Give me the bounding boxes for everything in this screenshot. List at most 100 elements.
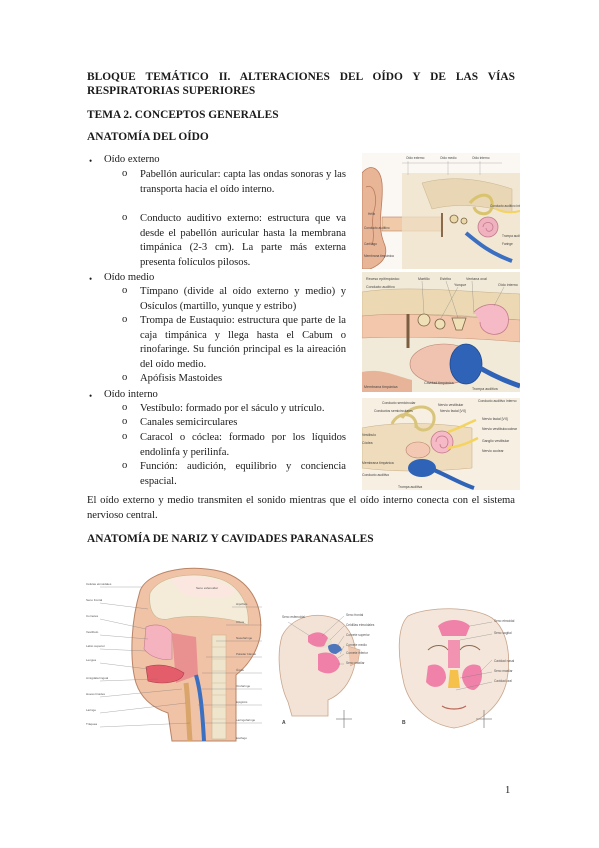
svg-text:B: B: [402, 720, 406, 726]
svg-text:Labio superior: Labio superior: [86, 644, 105, 648]
oido-interno-item-4: Función: audición, equilibrio y concienc…: [140, 461, 346, 487]
sub-marker: o: [122, 168, 128, 179]
bullet-marker: •: [89, 274, 93, 284]
svg-text:Laringe: Laringe: [86, 708, 96, 712]
svg-text:Lengua: Lengua: [86, 658, 96, 662]
svg-text:Vestíbulo: Vestíbulo: [362, 433, 376, 437]
oido-interno-title: Oído interno: [104, 389, 158, 400]
svg-text:Amígdala lingual: Amígdala lingual: [86, 676, 109, 680]
svg-text:Ventana oval: Ventana oval: [466, 277, 487, 281]
svg-text:Nervio facial [VII]: Nervio facial [VII]: [482, 417, 508, 421]
oido-medio-item-3: Apófisis Mastoides: [140, 373, 223, 384]
svg-text:Oído interno: Oído interno: [472, 156, 490, 160]
svg-text:Seno etmoidal: Seno etmoidal: [494, 619, 515, 623]
sub-marker: o: [122, 416, 128, 427]
oido-interno-item-1: Vestíbulo: formado por el sáculo y utríc…: [140, 403, 325, 414]
oido-externo-title: Oído externo: [104, 154, 160, 165]
svg-text:Seno esfenoidal: Seno esfenoidal: [282, 615, 305, 619]
svg-text:Receso epitimpánico: Receso epitimpánico: [366, 277, 399, 281]
tema-heading: TEMA 2. CONCEPTOS GENERALES: [87, 109, 279, 121]
oido-externo-item-1: Pabellón auricular: capta las ondas sono…: [140, 169, 346, 195]
svg-text:Cornete inferior: Cornete inferior: [346, 651, 369, 655]
svg-text:Oído interno: Oído interno: [498, 283, 518, 287]
block-heading: BLOQUE TEMÁTICO II. ALTERACIONES DEL OÍD…: [87, 71, 515, 97]
oido-interno-item-3: Caracol o cóclea: formado por los líquid…: [140, 432, 346, 458]
svg-text:Úvula: Úvula: [236, 667, 244, 672]
svg-text:Seno sagital: Seno sagital: [494, 631, 512, 635]
page-number: 1: [505, 785, 511, 796]
svg-text:Cornete medio: Cornete medio: [346, 643, 367, 647]
svg-text:Cornete superior: Cornete superior: [346, 633, 371, 637]
svg-text:Nervio vestibular: Nervio vestibular: [438, 403, 464, 407]
sub-marker: o: [122, 285, 128, 296]
svg-text:Tráquea: Tráquea: [86, 722, 97, 726]
svg-text:Seno frontal: Seno frontal: [86, 598, 103, 602]
svg-text:Cartílago: Cartílago: [364, 242, 377, 246]
svg-text:Celdillas etmoidales: Celdillas etmoidales: [346, 623, 375, 627]
sub-marker: o: [122, 372, 128, 383]
svg-text:Cornetes: Cornetes: [86, 614, 99, 618]
oido-medio-title: Oído medio: [104, 272, 155, 283]
svg-text:Clivus: Clivus: [236, 620, 245, 624]
svg-text:Seno maxilar: Seno maxilar: [346, 661, 366, 665]
sub-marker: o: [122, 212, 128, 223]
svg-text:Cavidad nasal: Cavidad nasal: [494, 659, 514, 663]
svg-text:Cavidad oral: Cavidad oral: [494, 679, 512, 683]
svg-text:Nervio facial [VII]: Nervio facial [VII]: [440, 409, 466, 413]
svg-text:Orofaringe: Orofaringe: [236, 684, 251, 688]
sub-marker: o: [122, 431, 128, 442]
svg-text:Hélix: Hélix: [368, 212, 375, 216]
svg-text:Conducto semicircular: Conducto semicircular: [382, 401, 416, 405]
svg-text:Nervio coclear: Nervio coclear: [482, 449, 505, 453]
svg-text:Conducto auditivo: Conducto auditivo: [364, 226, 390, 230]
svg-text:Conductos semicirculares: Conductos semicirculares: [374, 409, 413, 413]
svg-text:Oído medio: Oído medio: [440, 156, 457, 160]
svg-text:Martillo: Martillo: [418, 277, 430, 281]
svg-text:Oído externo: Oído externo: [406, 156, 425, 160]
svg-text:Hueso hioides: Hueso hioides: [86, 692, 106, 696]
svg-text:Conducto auditivo: Conducto auditivo: [362, 473, 389, 477]
svg-text:Hipófisis: Hipófisis: [236, 602, 248, 606]
svg-text:Células etmoidales: Células etmoidales: [86, 582, 112, 586]
svg-text:Trompa auditiva: Trompa auditiva: [502, 234, 520, 238]
svg-text:Membrana timpánica: Membrana timpánica: [362, 461, 394, 465]
sub-marker: o: [122, 314, 128, 325]
summary-paragraph: El oído externo y medio transmiten el so…: [87, 495, 515, 521]
svg-text:Laringofaringe: Laringofaringe: [236, 718, 256, 722]
sub-marker: o: [122, 402, 128, 413]
svg-text:Membrana timpánica: Membrana timpánica: [364, 254, 394, 258]
oido-externo-item-2: Conducto auditivo externo: estructura qu…: [140, 213, 346, 268]
svg-text:Faringe: Faringe: [502, 242, 513, 246]
middle-ear-illustration: Receso epitimpánico Martillo Estribo Venta…: [362, 272, 520, 392]
svg-text:Cóclea: Cóclea: [362, 441, 373, 445]
ear-overview-illustration: Oído externo Oído medio Oído interno Hélix…: [362, 153, 520, 269]
oido-medio-item-2: Trompa de Eustaquio: estructura que part…: [140, 315, 346, 370]
svg-text:Seno esfenoidal: Seno esfenoidal: [196, 586, 218, 590]
svg-text:Trompa auditiva: Trompa auditiva: [398, 485, 422, 489]
svg-text:Esófago: Esófago: [236, 736, 247, 740]
anatomia-nariz-heading: ANATOMÍA DE NARIZ Y CAVIDADES PARANASALE…: [87, 533, 374, 545]
bullet-marker: •: [89, 156, 93, 166]
svg-text:Cavidad timpánica: Cavidad timpánica: [424, 381, 454, 385]
svg-text:Trompa auditiva: Trompa auditiva: [472, 387, 498, 391]
svg-text:Epiglotis: Epiglotis: [236, 700, 248, 704]
svg-text:Conducto auditivo: Conducto auditivo: [366, 285, 395, 289]
svg-text:Seno frontal: Seno frontal: [346, 613, 363, 617]
oido-medio-item-1: Tímpano (divide al oído externo y medio)…: [140, 286, 346, 312]
svg-text:Membrana timpánica: Membrana timpánica: [364, 385, 398, 389]
svg-text:Yunque: Yunque: [454, 283, 466, 287]
svg-text:Conducto auditivo interno: Conducto auditivo interno: [478, 399, 517, 403]
svg-text:Conducto auditivo interno: Conducto auditivo interno: [490, 204, 520, 208]
svg-text:Vestíbulo: Vestíbulo: [86, 630, 99, 634]
svg-text:Nervio vestibulococlear: Nervio vestibulococlear: [482, 427, 518, 431]
bullet-marker: •: [89, 391, 93, 401]
oido-interno-item-2: Canales semicirculares: [140, 417, 238, 428]
svg-text:Paladar blando: Paladar blando: [236, 652, 257, 656]
svg-text:Seno maxilar: Seno maxilar: [494, 669, 514, 673]
anatomia-oido-heading: ANATOMÍA DEL OÍDO: [87, 131, 209, 143]
sub-marker: o: [122, 460, 128, 471]
svg-text:Estribo: Estribo: [440, 277, 451, 281]
